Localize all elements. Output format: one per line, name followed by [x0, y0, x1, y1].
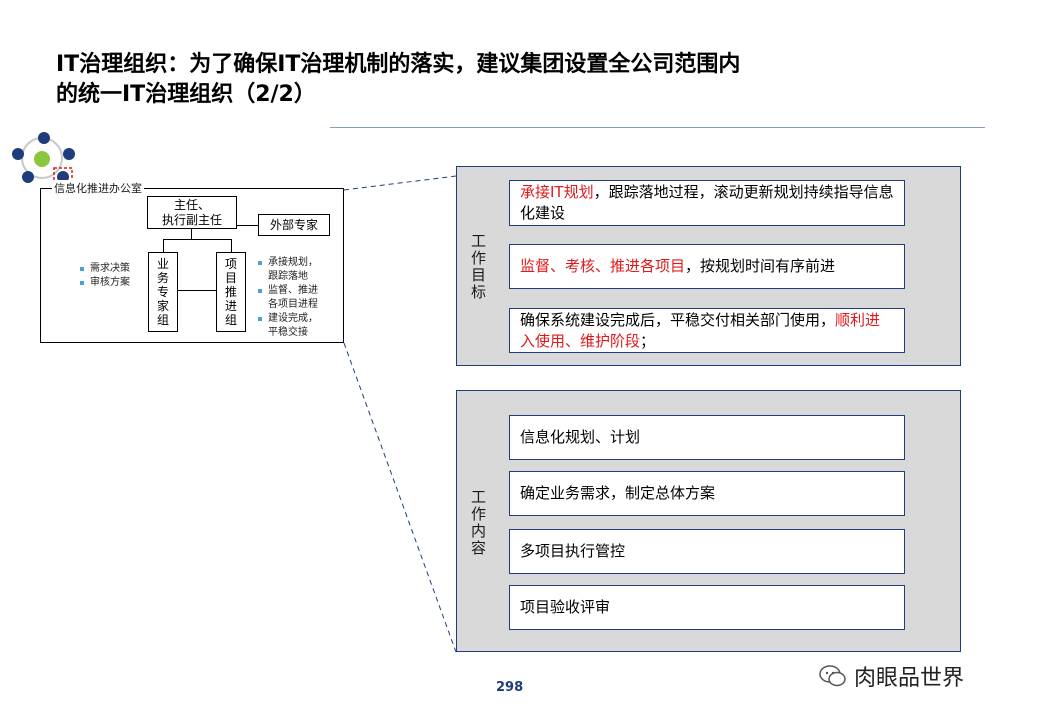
business-group-label: 业 务 专 家 组 — [156, 257, 169, 327]
work-goals-label: 工 作 目 标 — [471, 232, 487, 301]
goal-3-highlight: 顺利进入使用、维护阶段 — [520, 310, 881, 350]
project-group-node: 项 目 推 进 组 — [216, 252, 246, 332]
org-chart-frame — [40, 188, 344, 343]
list-item: 审核方案 — [80, 276, 130, 290]
external-expert-node: 外部专家 — [258, 214, 330, 236]
project-group-duties: 承接规划， 跟踪落地 监督、推进 各项目进程 建设完成， 平稳交接 — [258, 256, 338, 340]
work-content-label: 工 作 内 容 — [471, 488, 487, 557]
list-item: 监督、推进 各项目进程 — [258, 284, 338, 312]
work-content-panel: 工 作 内 容 信息化规划、计划 确定业务需求，制定总体方案 多项目执行管控 项… — [456, 390, 961, 652]
connector — [178, 290, 216, 291]
work-item-2: 确定业务需求，制定总体方案 — [509, 471, 905, 516]
watermark: 肉眼品世界 — [818, 660, 964, 692]
connector — [191, 229, 192, 239]
work-goals-panel: 工 作 目 标 承接IT规划，跟踪落地过程，滚动更新规划持续指导信息化建设 监督… — [456, 166, 961, 366]
work-item-4: 项目验收评审 — [509, 585, 905, 630]
goal-item-3: 确保系统建设完成后，平稳交付相关部门使用，顺利进入使用、维护阶段； — [509, 308, 905, 353]
connector — [163, 239, 231, 240]
page-number: 298 — [496, 680, 524, 695]
project-group-label: 项 目 推 进 组 — [224, 257, 237, 327]
page-title: IT治理组织：为了确保IT治理机制的落实，建议集团设置全公司范围内 的统一IT治… — [56, 50, 976, 110]
goal-3-text: 确保系统建设完成后，平稳交付相关部门使用， — [520, 310, 836, 329]
connector — [237, 225, 258, 226]
connector — [231, 239, 232, 252]
title-divider — [330, 127, 985, 128]
work-item-1: 信息化规划、计划 — [509, 415, 905, 460]
wechat-icon — [819, 665, 846, 687]
watermark-text: 肉眼品世界 — [854, 666, 965, 691]
office-label: 信息化推进办公室 — [52, 180, 144, 196]
list-item: 建设完成， 平稳交接 — [258, 312, 338, 340]
goal-1-highlight: 承接IT规划 — [520, 183, 594, 201]
business-group-duties: 需求决策 审核方案 — [80, 262, 130, 290]
goal-item-2: 监督、考核、推进各项目，按规划时间有序前进 — [509, 244, 905, 289]
title-line-2: 的统一IT治理组织（2/2） — [56, 82, 316, 107]
title-line-1: IT治理组织：为了确保IT治理机制的落实，建议集团设置全公司范围内 — [56, 52, 741, 77]
work-item-3: 多项目执行管控 — [509, 529, 905, 574]
goal-3-end: ； — [640, 331, 656, 350]
connector — [163, 239, 164, 252]
list-item: 承接规划， 跟踪落地 — [258, 256, 338, 284]
director-node: 主任、 执行副主任 — [147, 196, 237, 229]
goal-2-highlight: 监督、考核、推进各项目 — [520, 257, 686, 275]
goal-2-text: ，按规划时间有序前进 — [685, 257, 836, 275]
director-label: 主任、 执行副主任 — [161, 198, 222, 227]
goal-item-1: 承接IT规划，跟踪落地过程，滚动更新规划持续指导信息化建设 — [509, 180, 905, 226]
list-item: 需求决策 — [80, 262, 130, 276]
goal-1-text: ，跟踪落地过程，滚动更新规划持续指导信息化建设 — [520, 183, 894, 222]
business-expert-group-node: 业 务 专 家 组 — [148, 252, 178, 332]
